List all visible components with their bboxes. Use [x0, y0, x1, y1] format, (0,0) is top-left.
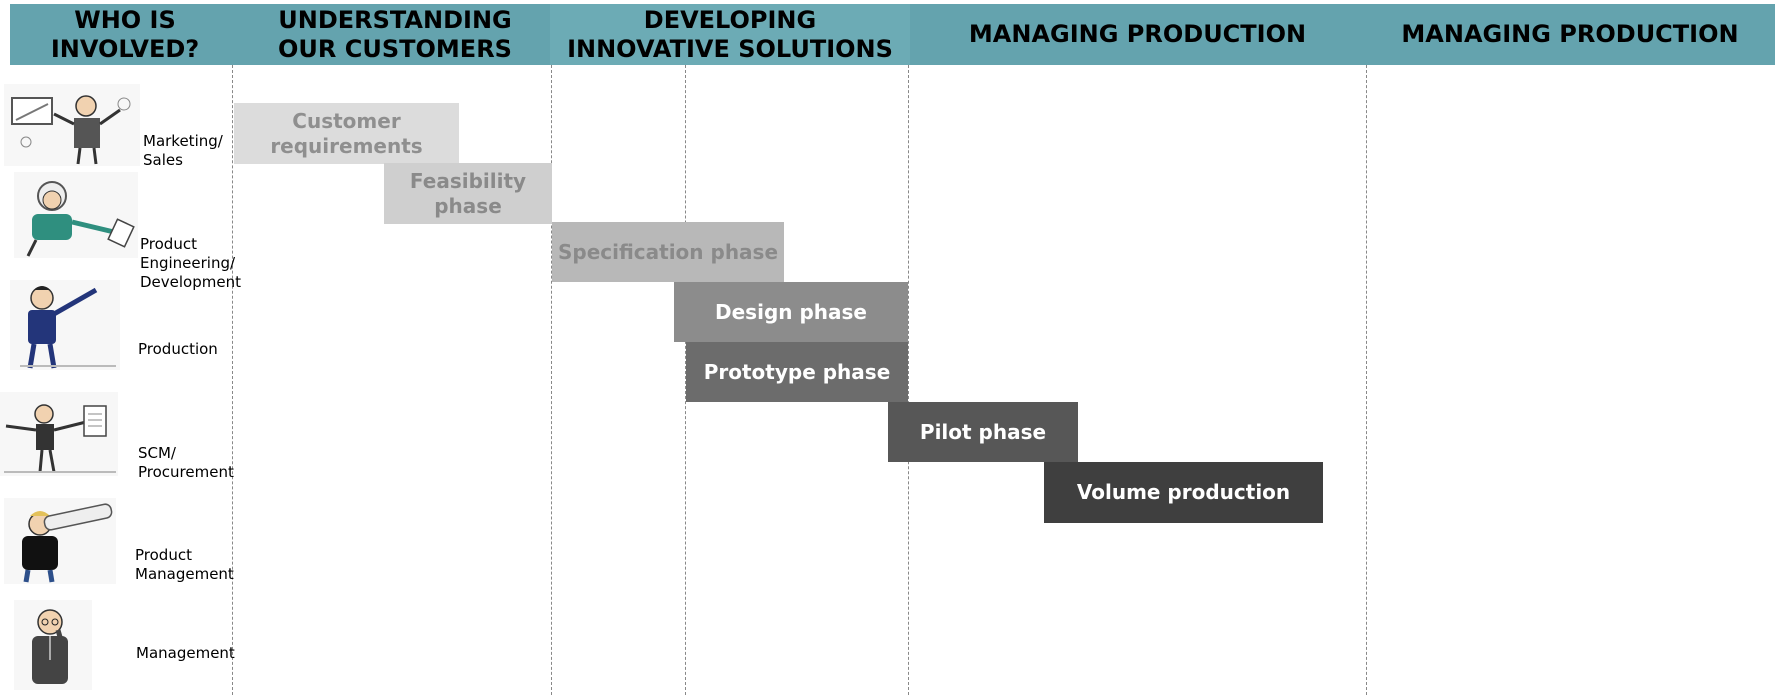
- header-developing-solutions-text: DEVELOPING INNOVATIVE SOLUTIONS: [567, 5, 893, 63]
- phase-design: Design phase: [674, 282, 908, 342]
- phase-customer-requirements: Customer requirements: [234, 103, 459, 164]
- header-band-highlight: [550, 4, 910, 65]
- column-divider: [1366, 65, 1367, 695]
- header-managing-production-1-text: MANAGING PRODUCTION: [968, 20, 1307, 48]
- header-managing-production-1: MANAGING PRODUCTION: [910, 4, 1365, 65]
- phase-prototype-label: Prototype phase: [703, 359, 891, 384]
- phase-feasibility: Feasibility phase: [384, 163, 552, 224]
- role-label-product-engineering: Product Engineering/ Development: [140, 235, 241, 291]
- role-label-scm-procurement: SCM/ Procurement: [138, 444, 234, 481]
- cartoon-salesman-icon: [4, 84, 140, 166]
- header-managing-production-2: MANAGING PRODUCTION: [1365, 4, 1775, 65]
- header-managing-production-2-text: MANAGING PRODUCTION: [1401, 20, 1739, 48]
- phase-feasibility-label: Feasibility phase: [409, 168, 527, 218]
- header-developing-solutions: DEVELOPING INNOVATIVE SOLUTIONS: [550, 4, 910, 65]
- phase-customer-requirements-label: Customer requirements: [270, 108, 423, 158]
- column-divider: [232, 65, 233, 695]
- phase-volume-production-label: Volume production: [1076, 480, 1291, 504]
- cartoon-pointing-man-icon: [10, 280, 120, 370]
- header-who-is-involved-text: WHO IS INVOLVED?: [50, 5, 200, 63]
- header-understanding-customers-text: UNDERSTANDING OUR CUSTOMERS: [278, 5, 512, 63]
- phase-volume-production: Volume production: [1044, 462, 1323, 523]
- phase-specification-label: Specification phase: [557, 239, 779, 264]
- phase-specification: Specification phase: [552, 222, 784, 282]
- phase-design-label: Design phase: [715, 299, 867, 324]
- header-who-is-involved: WHO IS INVOLVED?: [10, 4, 240, 65]
- column-divider: [551, 65, 552, 695]
- phase-prototype: Prototype phase: [686, 342, 908, 402]
- phase-pilot-label: Pilot phase: [919, 419, 1047, 444]
- role-label-management: Management: [136, 644, 235, 662]
- column-divider: [685, 65, 686, 695]
- cartoon-thinking-man-icon: [14, 600, 92, 690]
- header-understanding-customers: UNDERSTANDING OUR CUSTOMERS: [240, 4, 550, 65]
- cartoon-telescope-man-icon: [4, 498, 116, 584]
- cartoon-engineer-icon: [14, 172, 138, 258]
- role-label-product-management: Product Management: [135, 546, 234, 583]
- cartoon-clipboard-man-icon: [0, 392, 118, 476]
- column-divider: [908, 65, 909, 695]
- role-label-marketing-sales: Marketing/ Sales: [143, 132, 223, 169]
- phase-pilot: Pilot phase: [888, 402, 1078, 462]
- role-label-production: Production: [138, 340, 218, 358]
